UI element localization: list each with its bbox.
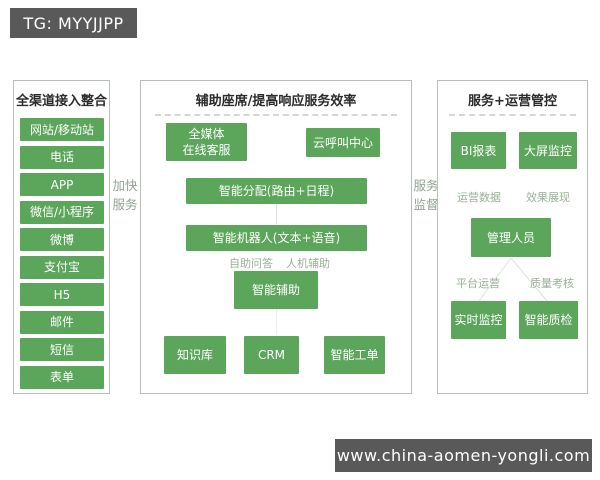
channel-item-phone: 电话 — [20, 145, 104, 169]
panel-agent-assist-title: 辅助座席/提高响应服务效率 — [195, 94, 357, 109]
node-big-screen-monitor: 大屏监控 — [519, 132, 577, 169]
node-realtime-monitor: 实时监控 — [451, 301, 506, 339]
node-text-line: 全媒体 — [188, 127, 225, 141]
node-text-line: 在线客服 — [182, 143, 231, 157]
flow-label-speed-up-service: 加快 服务 — [111, 176, 139, 214]
channel-item-wechat: 微信/小程序 — [20, 200, 104, 224]
connector-manager-fork — [478, 258, 548, 302]
channel-item-sms: 短信 — [20, 338, 104, 361]
node-smart-quality-check: 智能质检 — [519, 301, 578, 339]
channel-item-weibo: 微博 — [20, 228, 104, 251]
footer-url-text: www.china-aomen-yongli.com — [336, 446, 591, 465]
node-smart-robot: 智能机器人(文本+语音) — [186, 225, 367, 251]
dashed-divider — [155, 114, 397, 116]
channel-item-email: 邮件 — [20, 310, 104, 334]
footer-url-badge: www.china-aomen-yongli.com — [335, 439, 592, 472]
header-tag-text: TG: MYYJJPP — [23, 13, 124, 33]
flow-label-line: 监督 — [413, 197, 439, 212]
channel-list: 网站/移动站 电话 APP 微信/小程序 微博 支付宝 H5 邮件 短信 表单 — [20, 118, 104, 389]
label-platform-operation: 平台运营 — [456, 277, 500, 290]
channel-item-website: 网站/移动站 — [20, 118, 104, 141]
panel-agent-assist: 辅助座席/提高响应服务效率 全媒体 在线客服 云呼叫中心 智能分配(路由+日程)… — [140, 80, 412, 394]
node-crm: CRM — [244, 336, 299, 374]
node-smart-ticket: 智能工单 — [324, 336, 385, 374]
label-self-service-qa: 自助问答 — [229, 257, 273, 270]
node-management-staff: 管理人员 — [471, 218, 551, 257]
channel-item-alipay: 支付宝 — [20, 255, 104, 279]
flow-label-service-supervision: 服务 监督 — [412, 176, 440, 214]
panel-omnichannel-title: 全渠道接入整合 — [15, 94, 107, 109]
node-smart-dispatch: 智能分配(路由+日程) — [186, 178, 367, 204]
channel-item-app: APP — [20, 173, 104, 196]
node-omnimedia-online-service: 全媒体 在线客服 — [166, 123, 247, 161]
dashed-divider — [449, 114, 576, 116]
label-operation-data: 运营数据 — [457, 191, 501, 204]
node-smart-assist: 智能辅助 — [234, 271, 318, 309]
flow-label-line: 服务 — [413, 178, 439, 193]
node-cloud-call-center: 云呼叫中心 — [306, 128, 380, 157]
channel-item-form: 表单 — [20, 365, 104, 389]
panel-service-operation: 服务+运营管控 BI报表 大屏监控 运营数据 效果展现 管理人员 平台运营 质量… — [437, 80, 588, 394]
flow-label-line: 加快 — [112, 178, 138, 193]
panel-omnichannel: 全渠道接入整合 网站/移动站 电话 APP 微信/小程序 微博 支付宝 H5 邮… — [13, 80, 110, 394]
connector-assist-bottom — [276, 309, 277, 335]
label-quality-assessment: 质量考核 — [530, 277, 574, 290]
connector-dispatch-robot — [276, 204, 277, 225]
channel-item-h5: H5 — [20, 283, 104, 306]
node-knowledge-base: 知识库 — [164, 336, 226, 374]
label-effect-display: 效果展现 — [526, 191, 570, 204]
label-human-machine-assist: 人机辅助 — [286, 257, 330, 270]
node-bi-report: BI报表 — [451, 132, 506, 169]
header-tag-badge: TG: MYYJJPP — [10, 8, 137, 38]
flow-label-line: 服务 — [112, 197, 138, 212]
panel-service-operation-title: 服务+运营管控 — [468, 94, 557, 109]
